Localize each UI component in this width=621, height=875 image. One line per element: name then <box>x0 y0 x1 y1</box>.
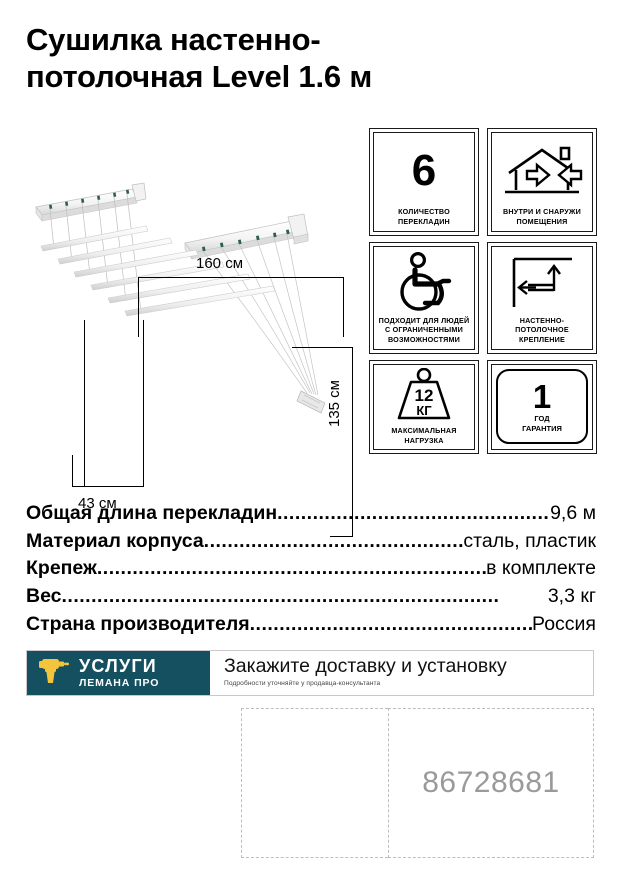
spec-row: Вес ....................................… <box>26 583 596 611</box>
max-load-caption: МАКСИМАЛЬНАЯ НАГРУЗКА <box>391 426 457 445</box>
placeholder-box-left <box>241 708 388 858</box>
feature-indoor-outdoor: ВНУТРИ И СНАРУЖИ ПОМЕЩЕНИЯ <box>487 128 597 236</box>
weight-icon: 12 КГ <box>376 368 472 424</box>
spec-value: 9,6 м <box>550 502 596 524</box>
spec-label: Страна производителя <box>26 612 250 635</box>
dimension-depth-guide-left <box>84 320 85 487</box>
feature-warranty: 1 ГОД ГАРАНТИЯ <box>487 360 597 454</box>
service-subtext: Подробности уточняйте у продавца-консуль… <box>224 680 381 688</box>
bar-count-value: 6 <box>411 146 437 196</box>
warranty-plate-icon: 1 ГОД ГАРАНТИЯ <box>496 369 588 444</box>
page-title: Сушилка настенно- потолочная Level 1.6 м <box>26 22 586 95</box>
product-code: 86728681 <box>422 766 560 799</box>
drying-rack-drawing <box>35 182 326 414</box>
feature-accessibility: ПОДХОДИТ ДЛЯ ЛЮДЕЙ С ОГРАНИЧЕННЫМИ ВОЗМО… <box>369 242 479 354</box>
spec-value: 3,3 кг <box>547 585 596 608</box>
dimension-height-line <box>352 347 353 537</box>
feature-mounting-type: НАСТЕННО- ПОТОЛОЧНОЕ КРЕПЛЕНИЕ <box>487 242 597 354</box>
spec-leader: ........................................… <box>249 612 532 635</box>
dimension-width-tick-right <box>343 277 344 337</box>
dimension-width-label: 160 см <box>196 255 244 272</box>
dimension-depth-guide-right <box>143 320 144 487</box>
spec-label: Общая длина перекладин <box>26 502 278 524</box>
svg-text:КГ: КГ <box>416 403 432 418</box>
placeholder-boxes: 86728681 <box>241 708 594 858</box>
service-brand-line-1: УСЛУГИ <box>79 655 157 676</box>
spec-label: Вес <box>26 585 62 608</box>
spec-leader: ........................................… <box>61 585 500 608</box>
indoor-outdoor-caption: ВНУТРИ И СНАРУЖИ ПОМЕЩЕНИЯ <box>503 207 581 226</box>
dimension-depth-line <box>72 486 144 487</box>
dimension-height-tick-top <box>292 347 353 348</box>
wall-ceiling-mount-icon <box>494 251 590 314</box>
warranty-caption: ГОД ГАРАНТИЯ <box>522 413 562 433</box>
spec-leader: ........................................… <box>277 502 550 524</box>
bar-count-caption: КОЛИЧЕСТВО ПЕРЕКЛАДИН <box>398 207 450 226</box>
drill-icon <box>37 656 71 691</box>
spec-row: Крепеж .................................… <box>26 555 596 583</box>
specification-list: Общая длина перекладин .................… <box>26 500 596 638</box>
dimension-height-label: 135 см <box>326 380 343 428</box>
service-message-block: Закажите доставку и установку Подробност… <box>210 651 593 695</box>
dimension-width-line <box>138 277 344 278</box>
spec-value: Россия <box>532 612 596 635</box>
spec-leader: ........................................… <box>203 529 464 552</box>
spec-leader: ........................................… <box>96 557 486 580</box>
service-headline: Закажите доставку и установку <box>224 655 507 677</box>
dimension-height-tick-bottom <box>330 536 353 537</box>
house-arrows-icon <box>494 137 590 205</box>
mounting-type-caption: НАСТЕННО- ПОТОЛОЧНОЕ КРЕПЛЕНИЕ <box>515 315 569 344</box>
service-brand-line-2: ЛЕМАНА ПРО <box>79 676 160 689</box>
spec-row: Общая длина перекладин .................… <box>26 500 596 528</box>
dimension-width-tick-left <box>138 277 139 337</box>
placeholder-box-right: 86728681 <box>388 708 594 858</box>
dimension-depth-tick-left <box>72 455 73 487</box>
page-title-line-2: потолочная Level 1.6 м <box>26 58 373 94</box>
service-banner[interactable]: УСЛУГИ ЛЕМАНА ПРО Закажите доставку и ус… <box>26 650 594 696</box>
feature-icon-grid: 6 КОЛИЧЕСТВО ПЕРЕКЛАДИН <box>369 128 601 454</box>
service-brand-block: УСЛУГИ ЛЕМАНА ПРО <box>27 651 210 695</box>
dimension-depth-label: 43 см <box>78 495 117 512</box>
wheelchair-icon <box>376 251 472 314</box>
product-illustration: 160 см 43 см 135 см <box>20 125 365 537</box>
spec-label: Крепеж <box>26 557 97 580</box>
page-title-line-1: Сушилка настенно- <box>26 22 321 57</box>
spec-row: Страна производителя ...................… <box>26 611 596 639</box>
spec-value: сталь, пластик <box>463 529 596 552</box>
feature-max-load: 12 КГ МАКСИМАЛЬНАЯ НАГРУЗКА <box>369 360 479 454</box>
warranty-years-value: 1 <box>532 377 552 415</box>
bar-count-number-icon: 6 <box>376 137 472 205</box>
feature-bar-count: 6 КОЛИЧЕСТВО ПЕРЕКЛАДИН <box>369 128 479 236</box>
accessibility-caption: ПОДХОДИТ ДЛЯ ЛЮДЕЙ С ОГРАНИЧЕННЫМИ ВОЗМО… <box>378 315 470 344</box>
svg-text:12: 12 <box>415 386 434 405</box>
spec-value: в комплекте <box>486 557 596 580</box>
spec-label: Материал корпуса <box>26 529 204 552</box>
spec-row: Материал корпуса .......................… <box>26 528 596 556</box>
